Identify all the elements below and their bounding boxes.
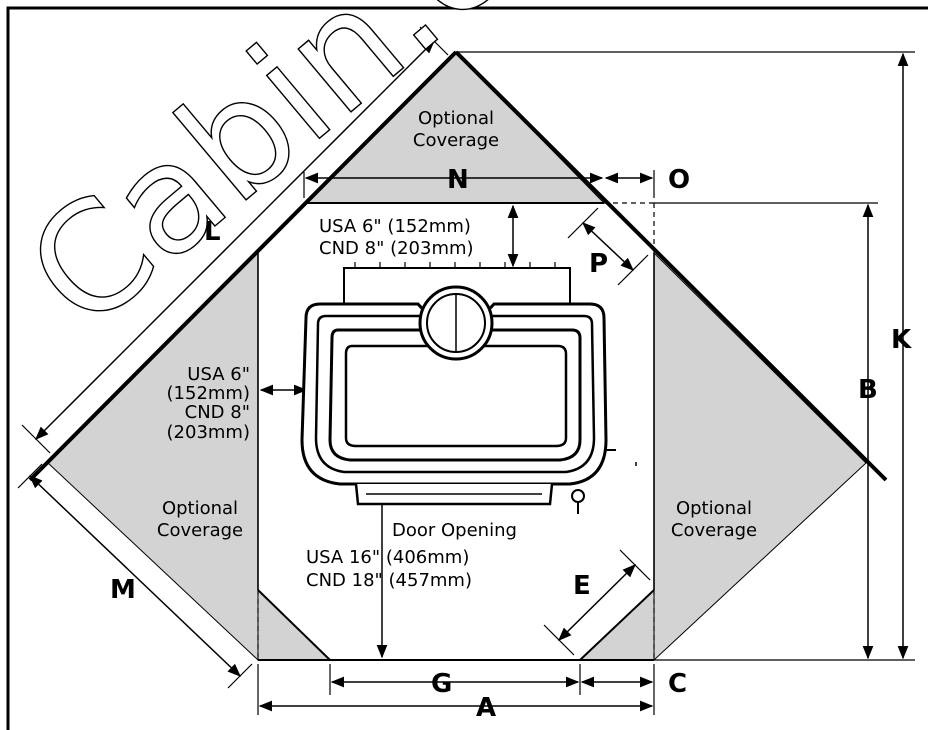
clearance-top-usa: USA 6" (152mm) <box>319 216 471 237</box>
label-N: N <box>447 165 469 195</box>
coverage-left-line1: Optional <box>162 498 238 519</box>
clearance-front-cnd: CND 18" (457mm) <box>306 570 472 591</box>
clearance-front-usa: USA 16" (406mm) <box>306 547 469 568</box>
coverage-right-line1: Optional <box>676 498 752 519</box>
label-E: E <box>573 571 591 601</box>
label-K: K <box>891 325 912 355</box>
dim-line-L <box>35 40 435 440</box>
clearance-top-cnd: CND 8" (203mm) <box>319 238 474 259</box>
clearance-side-usa-mm: (152mm) <box>167 383 250 404</box>
coverage-right-line2: Coverage <box>671 520 757 541</box>
coverage-top-line2: Coverage <box>413 130 499 151</box>
clearance-side-cnd: CND 8" <box>185 402 250 423</box>
label-L: L <box>204 217 221 247</box>
dim-line-M <box>29 475 241 677</box>
coverage-right-area <box>653 251 867 662</box>
door-opening-label: Door Opening <box>392 520 517 541</box>
clearance-side-usa: USA 6" <box>187 364 250 385</box>
label-C: C <box>668 669 687 699</box>
wall-right <box>454 50 888 482</box>
dim-line-P <box>582 222 634 271</box>
stove <box>300 262 637 514</box>
label-M: M <box>110 575 136 605</box>
label-O: O <box>668 165 690 195</box>
label-P: P <box>589 249 608 279</box>
label-G: G <box>431 669 452 699</box>
dim-line-E <box>558 564 636 641</box>
coverage-top-line1: Optional <box>418 108 494 129</box>
control-knob <box>571 489 585 503</box>
coverage-labels: Optional Coverage Optional Coverage Opti… <box>157 108 757 541</box>
dimension-labels: N O K B L M P E G C A <box>110 165 912 723</box>
hearth-left-chamfer <box>257 589 331 661</box>
dimension-lines <box>29 40 909 712</box>
frame-border <box>6 6 928 730</box>
label-A: A <box>476 693 496 723</box>
clearance-labels: USA 6" (152mm) CND 8" (203mm) USA 6" (15… <box>167 216 517 591</box>
coverage-left-line2: Coverage <box>157 520 243 541</box>
clearance-side-cnd-mm: (203mm) <box>167 422 250 443</box>
label-B: B <box>858 375 878 405</box>
